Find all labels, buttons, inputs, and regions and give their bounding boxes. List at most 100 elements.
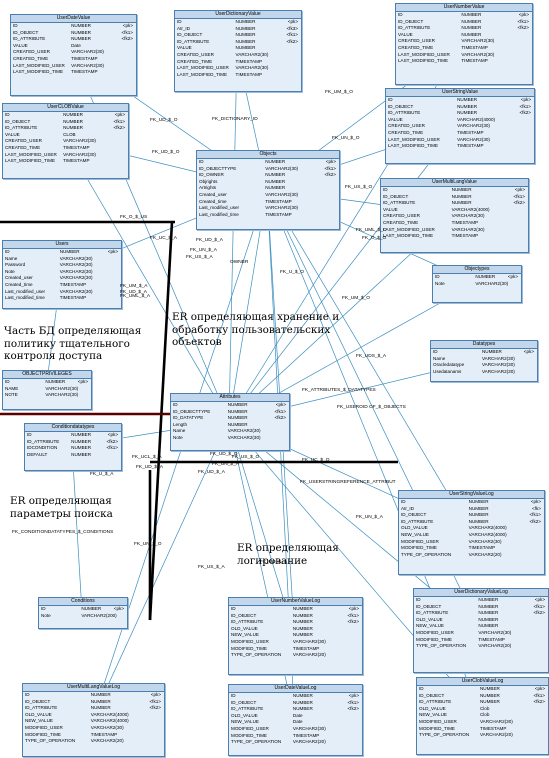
column-type: NUMBER — [451, 200, 472, 206]
column-key: <fk1> — [324, 165, 337, 171]
column-name: ID_OBJECT — [388, 103, 414, 109]
column-type: VARCHAR2(30) — [468, 538, 502, 544]
column-name: Created_user — [5, 275, 33, 281]
annotation-logging: ER определяющая логирование — [237, 542, 339, 567]
column-key: <fk1> — [533, 603, 546, 609]
column-type: TIMESTAMP — [292, 732, 320, 738]
entity-title: UserStringValueLog — [399, 491, 544, 499]
column-name: Atr_ID — [177, 25, 191, 31]
column-name: MODIFIED_TIME — [25, 731, 61, 737]
column-key: <fk1> — [533, 692, 546, 698]
column-type: NUMBER — [227, 408, 248, 414]
column-type: VARCHAR2(30) — [265, 165, 299, 171]
column-type: NUMBER — [457, 97, 478, 102]
column-name: ID_OBJECTTYPE — [199, 165, 237, 171]
column-type: NUMBER — [292, 612, 313, 618]
relationship-label: FK_UD_$_A — [260, 560, 287, 565]
column-name: ID_OBJECT — [231, 612, 257, 618]
column-type: NUMBER — [227, 421, 248, 427]
column-type: NUMBER — [71, 438, 92, 444]
column-type: VARCHAR2(30) — [63, 151, 96, 157]
column-name: ID_ATTRIBUTE — [177, 38, 210, 44]
relationship-label: FK_UN_$_A — [190, 248, 217, 253]
entity-title: UserMultiLangValue — [381, 179, 528, 187]
column-name: NEW_VALUE — [416, 623, 444, 629]
relationship-label: FK_USEROID OF_$_OBJECTS — [337, 405, 406, 410]
column-key: <fk2> — [113, 125, 126, 131]
column-name: LAST_MODIFIED_TIME — [5, 158, 56, 164]
relationship-label: FK_UD_$_A — [196, 238, 223, 243]
column-type: TIMESTAMP — [457, 129, 484, 135]
column-name: ID_OBJECT — [5, 118, 31, 124]
column-name: ID — [27, 432, 32, 437]
column-name: TYPE_OF_OPERATION — [419, 732, 470, 738]
column-key: <fk2> — [106, 438, 119, 444]
column-name: ID_ATTRIBUTE — [25, 705, 58, 711]
column-type: NUMBER — [265, 172, 286, 178]
column-type: TIMESTAMP — [235, 71, 263, 77]
column-name: DEFAULT — [27, 451, 48, 457]
column-name: NEW_VALUE — [419, 712, 447, 718]
column-name: ID — [231, 693, 236, 698]
relationship-line — [228, 124, 460, 422]
column-type: TIMESTAMP — [63, 144, 90, 150]
column-type: VARCHAR2(30) — [292, 638, 326, 644]
column-type: VARCHAR2(20) — [478, 643, 512, 649]
column-type: TIMESTAMP — [265, 211, 292, 217]
column-name: ID — [25, 692, 30, 697]
column-key: <fk2> — [121, 36, 134, 42]
column-type: Clob — [479, 705, 490, 711]
column-type: Date — [292, 719, 303, 725]
column-name: LAST_MODIFIED_TIME — [398, 58, 449, 64]
column-name: ID_OBJECT — [416, 603, 442, 609]
entity-title: UserMultiLangValueLog — [23, 684, 164, 692]
column-key: <pk> — [150, 692, 161, 697]
column-key: <pk> — [107, 249, 118, 254]
column-key: <fk1> — [517, 18, 530, 24]
annotation-user-objects: ER определяющая хранение и обработку пол… — [172, 311, 340, 348]
relationship-label: FK_UM_$_A — [120, 284, 148, 289]
relationship-label: FK_UDS_$_A — [356, 354, 387, 359]
